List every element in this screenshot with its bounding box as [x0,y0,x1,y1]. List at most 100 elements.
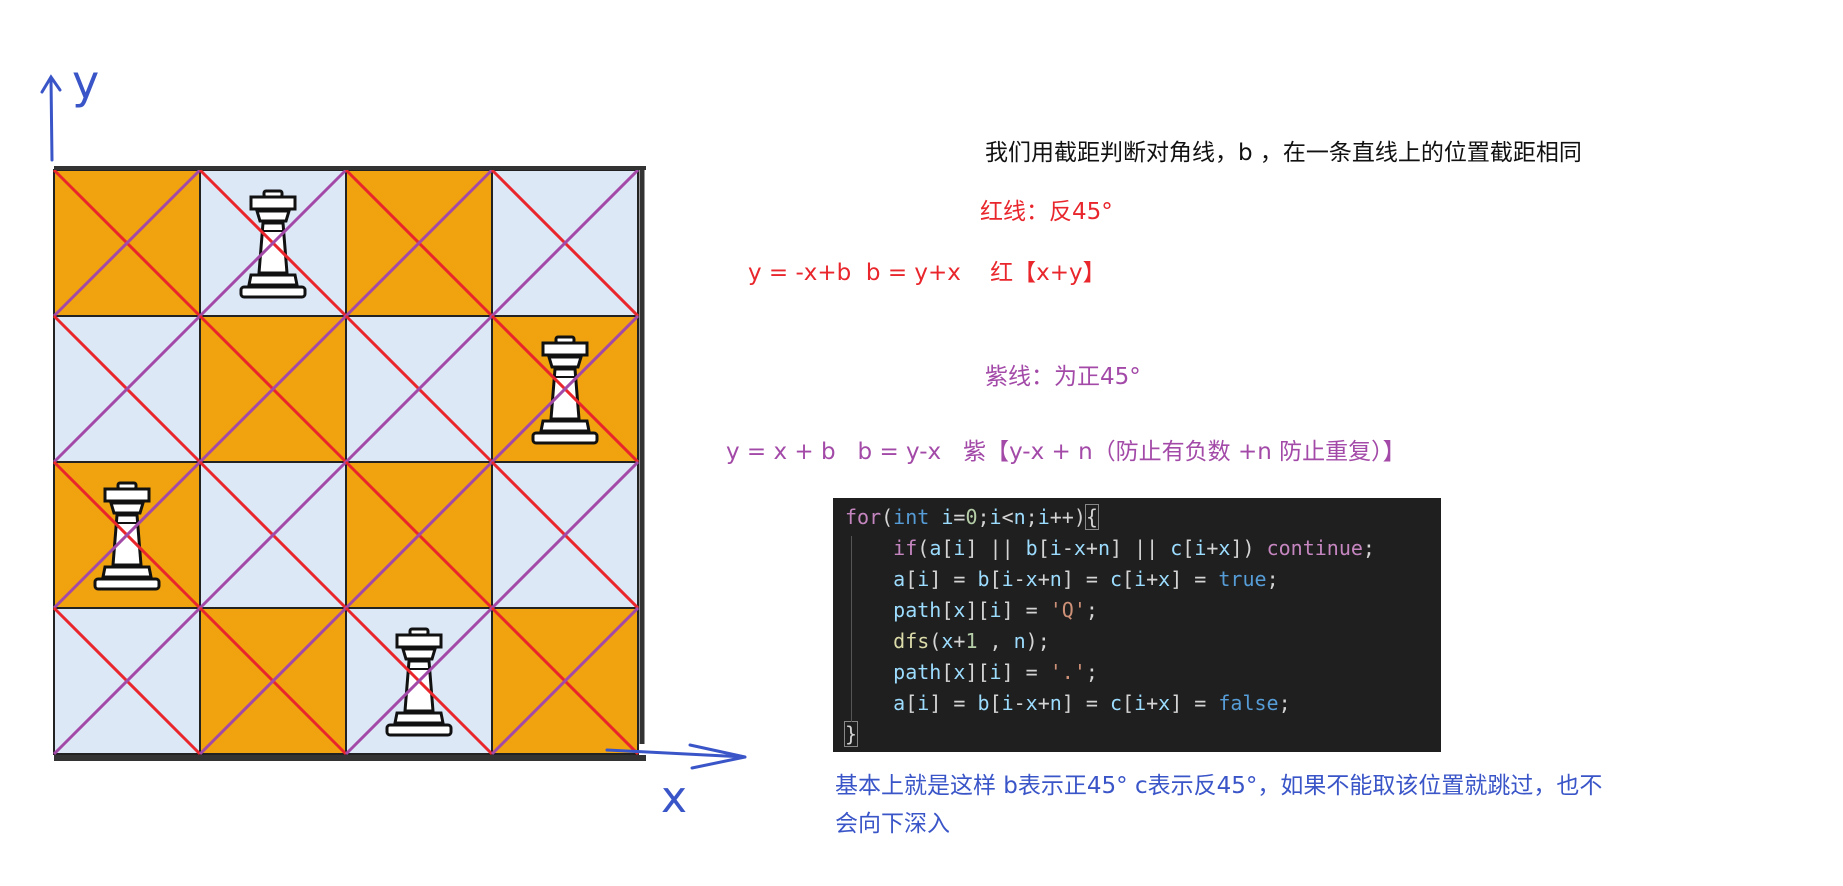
code-snippet: for(int i=0;i<n;i++){ if(a[i] || b[i-x+n… [833,498,1441,752]
code-token: ; [1266,567,1279,591]
code-token: [ [941,660,954,684]
code-token: x [1073,536,1086,560]
code-token: ] = [1001,598,1050,622]
code-token: path [893,660,942,684]
explanation-text: 基本上就是这样 b表示正45° c表示反45°，如果不能取该位置就跳过，也不会向… [835,773,1603,837]
code-token: x [941,629,954,653]
code-token: dfs [893,629,930,653]
code-token: 0 [965,505,978,529]
x-axis-label: x [661,772,687,823]
code-token: x [1158,691,1171,715]
purple-diagonal-line [52,314,202,464]
code-token: ; [977,505,990,529]
code-token: ( [881,505,894,529]
code-token: [ [989,691,1002,715]
code-token: b [1025,536,1038,560]
x-axis-arrow [605,743,747,770]
code-token: ; [1085,598,1098,622]
purple-diagonal-line [344,168,494,318]
code-token: ] || [1110,536,1171,560]
code-token: x [1218,536,1231,560]
code-token: ] = [1170,567,1219,591]
code-token: - [1013,567,1026,591]
purple-diagonal-line [490,168,640,318]
code-token: i [1049,536,1062,560]
purple-diagonal-line [198,460,348,610]
code-token: i [989,598,1002,622]
code-token: '.' [1049,660,1086,684]
code-token: [ [941,536,954,560]
code-token: + [953,629,966,653]
code-token: n [1049,691,1062,715]
code-token: a [893,691,906,715]
purple-diagonal-line [344,460,494,610]
purple-diagonal-line [52,606,202,756]
code-token [845,567,893,591]
code-token: i [989,660,1002,684]
code-line: path[x][i] = '.'; [845,657,1441,688]
code-line: for(int i=0;i<n;i++){ [845,502,1441,533]
indent-guide [851,536,852,722]
code-token: ] = [1001,660,1050,684]
code-line: } [843,719,1441,750]
code-line: a[i] = b[i-x+n] = c[i+x] = true; [845,564,1441,595]
code-token [845,629,893,653]
purple-diagonal-line [198,606,348,756]
code-token: x [953,660,966,684]
code-token: c [1170,536,1183,560]
code-token: i [1194,536,1207,560]
purple-diagonal-line [198,168,348,318]
code-token: n [1013,505,1026,529]
code-token: { [1084,504,1099,530]
code-token: ++) [1049,505,1086,529]
code-line: if(a[i] || b[i-x+n] || c[i+x]) continue; [845,533,1441,564]
code-token: i [941,505,954,529]
code-token: < [1001,505,1014,529]
code-token: ] = [929,691,978,715]
code-token: ] || [965,536,1026,560]
code-token: n [1049,567,1062,591]
red-line-formula: y = -x+b b = y+x 红【x+y】 [748,260,1106,286]
code-token: = [953,505,966,529]
code-token: x [953,598,966,622]
y-axis-label: y [72,55,99,109]
code-token: [ [905,691,918,715]
code-token: x [1025,691,1038,715]
code-token: b [977,691,990,715]
code-token: i [1134,567,1147,591]
purple-diagonal-line [490,314,640,464]
code-token: 1 [965,629,978,653]
code-token: [ [905,567,918,591]
code-token: + [1206,536,1219,560]
code-token: path [893,598,942,622]
code-token [845,598,893,622]
code-token: i [953,536,966,560]
code-token: [ [989,567,1002,591]
code-token: [ [1182,536,1195,560]
purple-diagonal-line [490,606,640,756]
code-token [845,691,893,715]
code-token: i [1037,505,1050,529]
code-token: ] = [1061,567,1110,591]
code-token: i [1001,567,1014,591]
purple-diagonal-line [344,314,494,464]
code-token: + [1146,567,1159,591]
code-token: i [917,567,930,591]
code-token: false [1218,691,1279,715]
code-token [845,660,893,684]
code-token: + [1037,567,1050,591]
code-token: + [1146,691,1159,715]
code-token: ] = [1170,691,1219,715]
code-token: - [1061,536,1074,560]
purple-diagonal-line [490,460,640,610]
code-token: c [1109,567,1123,591]
y-axis-arrow [40,74,62,162]
code-token: ] = [1061,691,1110,715]
code-token: true [1218,567,1267,591]
code-token: ; [1025,505,1038,529]
code-token: ; [1278,691,1291,715]
code-token: + [1085,536,1098,560]
code-token: n [1013,629,1026,653]
code-token: } [843,721,859,747]
code-line: a[i] = b[i-x+n] = c[i+x] = false; [845,688,1441,719]
